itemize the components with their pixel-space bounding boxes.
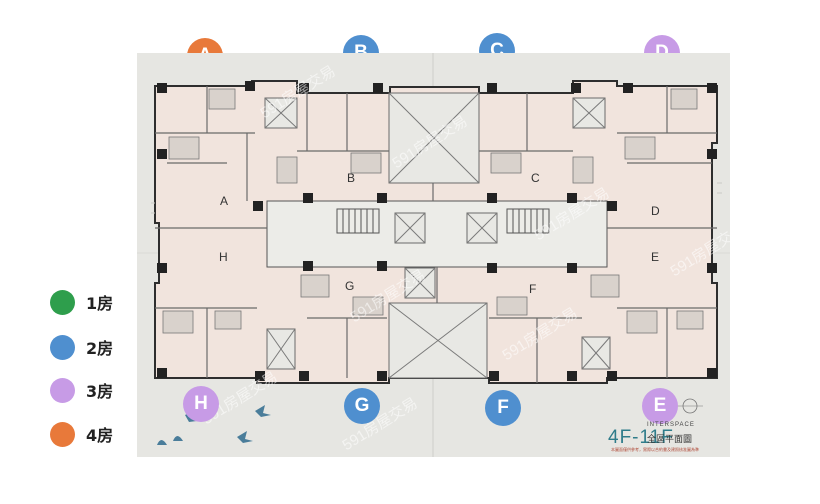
unit-label-g: G (345, 279, 355, 293)
legend-label: 4房 (86, 426, 114, 445)
legend-item-2-room: 2房 (50, 334, 113, 360)
legend-item-3-room: 3房 (50, 377, 113, 403)
floor-plan-photo: A B C D E F G H 591房屋交易 591房屋交易 591房屋交易 … (137, 53, 749, 457)
legend-item-1-room: 1房 (50, 289, 113, 315)
floor-plan-name: 全區平面圖 (647, 435, 693, 445)
legend-dot (50, 289, 75, 315)
unit-label-a: A (220, 194, 229, 208)
unit-label-c: C (531, 171, 540, 185)
legend-dot (50, 421, 75, 447)
fine-print: 本圖面僅供參考，實際以合約書及建照核准圖為準 (611, 447, 699, 452)
legend-item-4-room: 4房 (50, 421, 113, 447)
unit-label-d: D (651, 204, 660, 218)
floor-range-title: 4F-11F (608, 427, 674, 448)
legend-dot (50, 377, 75, 403)
unit-label-b: B (347, 171, 356, 185)
legend-dot (50, 334, 75, 360)
unit-label-f: F (529, 282, 537, 296)
unit-marker-g[interactable]: G (344, 388, 380, 424)
floor-plan-drawing (137, 53, 730, 457)
legend-label: 3房 (86, 382, 114, 401)
unit-label-e: E (651, 250, 660, 264)
legend-label: 1房 (86, 294, 114, 313)
unit-marker-h[interactable]: H (183, 386, 219, 422)
unit-marker-e[interactable]: E (642, 388, 678, 424)
floor-subtitle: INTERSPACE (647, 422, 695, 428)
unit-label-h: H (219, 250, 228, 264)
unit-marker-f[interactable]: F (485, 390, 521, 426)
legend-label: 2房 (86, 339, 114, 358)
